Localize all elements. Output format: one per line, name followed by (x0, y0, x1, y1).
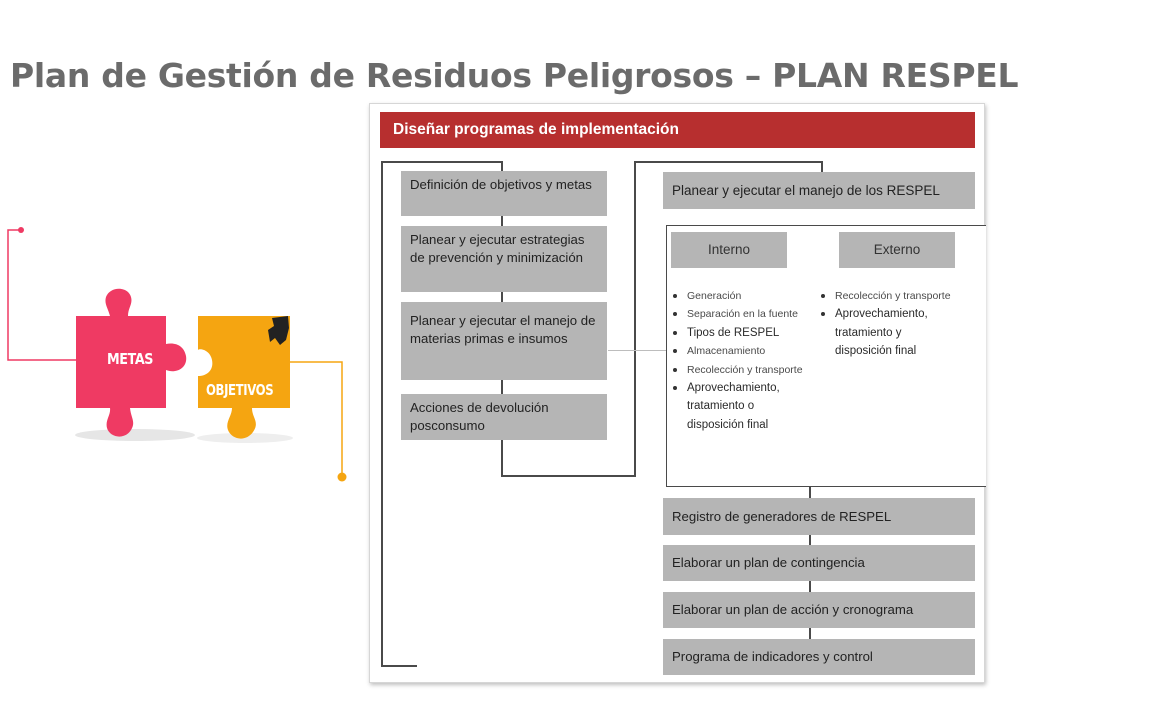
left-bracket-side (381, 161, 383, 667)
middle-spine-top (634, 161, 823, 163)
diagram-header: Diseñar programas de implementación (380, 112, 975, 148)
box-objetivos-metas: Definición de objetivos y metas (401, 171, 607, 216)
box-devolucion-posconsumo: Acciones de devolución posconsumo (401, 394, 607, 440)
box-estrategias-prevencion: Planear y ejecutar estrategias de preven… (401, 226, 607, 292)
objetivos-piece (198, 316, 290, 439)
box-registro-generadores: Registro de generadores de RESPEL (663, 498, 975, 535)
left-spine-bottom (501, 475, 636, 477)
box-materias-primas: Planear y ejecutar el manejo de materias… (401, 302, 607, 380)
objetivos-connector-dot (337, 472, 347, 482)
objetivos-label: OBJETIVOS (206, 381, 274, 399)
list-item: Generación (671, 287, 821, 305)
metas-piece (76, 288, 187, 437)
list-item: Almacenamiento (671, 342, 821, 360)
list-item: Recolección y transporte (819, 287, 979, 305)
box-manejo-respel: Planear y ejecutar el manejo de los RESP… (663, 172, 975, 209)
tab-externo: Externo (839, 232, 955, 268)
list-item: Recolección y transporte (671, 361, 821, 379)
puzzle-illustration (7, 227, 347, 482)
box-plan-accion: Elaborar un plan de acción y cronograma (663, 592, 975, 628)
right-top-tick (821, 161, 823, 173)
slide-title: Plan de Gestión de Residuos Peligrosos –… (10, 56, 1019, 95)
left-bracket-bottom (381, 665, 417, 667)
box-plan-contingencia: Elaborar un plan de contingencia (663, 545, 975, 581)
externo-list: Recolección y transporte Aprovechamiento… (819, 287, 979, 361)
middle-spine (634, 161, 636, 477)
tab-interno: Interno (671, 232, 787, 268)
diagram-panel: Diseñar programas de implementación Defi… (369, 103, 986, 683)
box-indicadores-control: Programa de indicadores y control (663, 639, 975, 675)
list-item: Aprovechamiento, tratamiento y disposici… (819, 305, 947, 360)
objetivos-connector-line (282, 361, 343, 477)
list-item: Separación en la fuente (671, 305, 821, 323)
left-bracket-top (381, 161, 503, 163)
metas-connector-dot (18, 227, 24, 233)
interno-list: Generación Separación en la fuente Tipos… (671, 287, 821, 434)
interno-externo-frame: Interno Externo Generación Separación en… (666, 225, 986, 487)
metas-connector-line (7, 229, 80, 361)
puzzle-graphic: METAS OBJETIVOS (0, 200, 360, 500)
list-item: Aprovechamiento, tratamiento o disposici… (671, 379, 793, 434)
materias-connector (608, 350, 666, 351)
list-item: Tipos de RESPEL (671, 324, 821, 342)
metas-label: METAS (107, 350, 154, 368)
